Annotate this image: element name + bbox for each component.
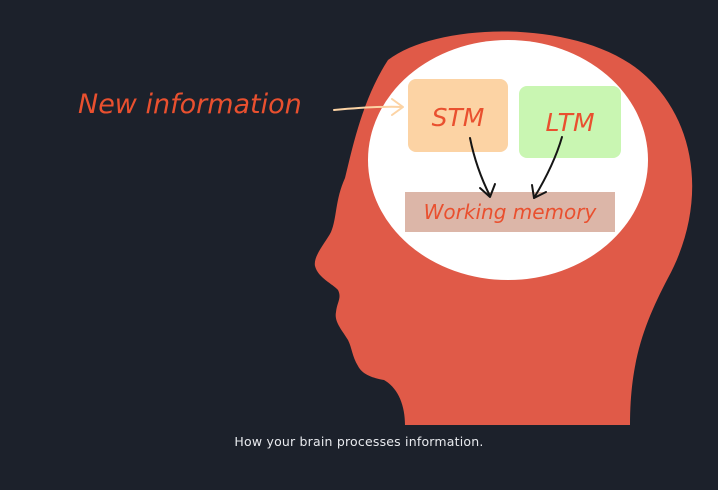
new-information-label: New information [78, 89, 302, 120]
stm-box [408, 79, 508, 152]
ltm-to-working-memory-arrow [533, 136, 563, 199]
stm-to-working-memory-arrow [469, 137, 491, 197]
ltm-box [519, 86, 621, 158]
brain-area [368, 40, 648, 280]
working-memory-box [405, 192, 615, 232]
ltm-arrowhead [531, 184, 547, 199]
input-arrowhead [391, 98, 404, 116]
input-to-stm-arrow [333, 105, 403, 111]
stm-label: STM [432, 103, 485, 132]
stm-arrowhead [479, 183, 496, 198]
figure-caption: How your brain processes information. [234, 434, 484, 449]
ltm-label: LTM [545, 108, 594, 137]
working-memory-label: Working memory [424, 200, 598, 224]
